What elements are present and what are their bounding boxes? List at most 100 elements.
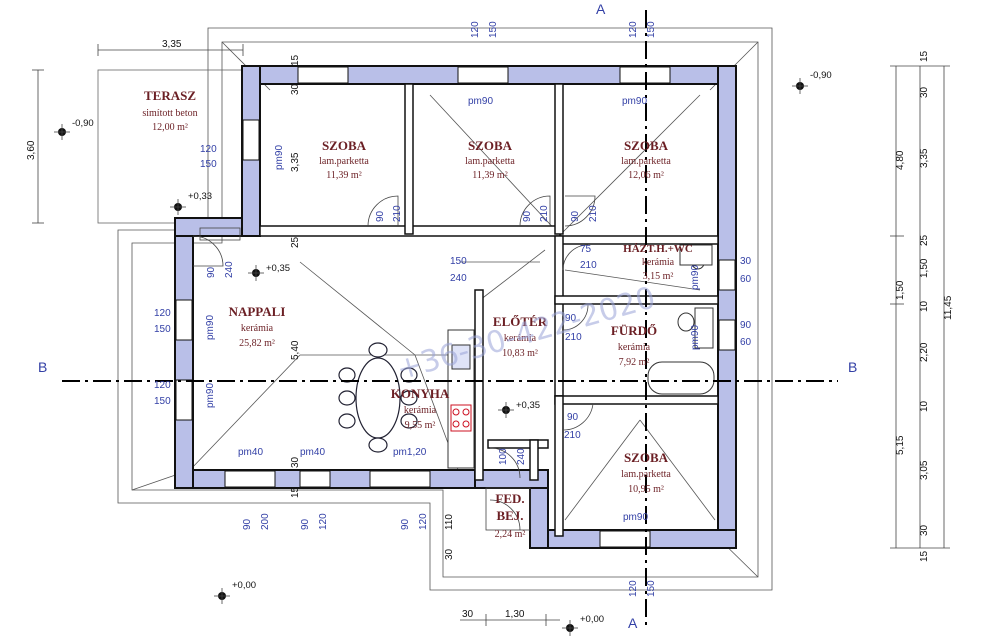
svg-text:60: 60 xyxy=(740,274,752,285)
svg-text:pm40: pm40 xyxy=(300,447,325,458)
svg-text:11,45: 11,45 xyxy=(943,295,954,320)
svg-text:90: 90 xyxy=(567,412,579,423)
svg-text:-0,90: -0,90 xyxy=(72,118,94,129)
svg-text:15: 15 xyxy=(919,50,930,62)
svg-text:pm1,20: pm1,20 xyxy=(393,447,427,458)
svg-text:90: 90 xyxy=(522,210,533,222)
furdo-name: FÜRDŐ xyxy=(611,323,657,338)
svg-text:pm90: pm90 xyxy=(622,96,647,107)
level-marker-nw: +0,33 xyxy=(170,191,212,215)
hazt-finish: kerámia xyxy=(642,257,675,268)
szoba4-name: SZOBA xyxy=(624,450,669,465)
level-marker-sw: +0,00 xyxy=(214,580,256,604)
svg-text:3,60: 3,60 xyxy=(26,140,37,160)
svg-text:4,80: 4,80 xyxy=(895,150,906,170)
konyha-area: 9,55 m² xyxy=(405,420,436,431)
svg-text:150: 150 xyxy=(450,256,467,267)
szoba2-finish: lam.parketta xyxy=(465,156,515,167)
svg-text:25: 25 xyxy=(290,236,301,248)
svg-text:3,05: 3,05 xyxy=(919,460,930,480)
svg-text:pm90: pm90 xyxy=(623,512,648,523)
svg-text:90: 90 xyxy=(375,210,386,222)
svg-text:120: 120 xyxy=(628,21,639,38)
svg-text:240: 240 xyxy=(224,261,235,278)
svg-text:90: 90 xyxy=(206,266,217,278)
terrace-dimensions: 3,35 3,60 xyxy=(26,39,244,224)
svg-text:pm90: pm90 xyxy=(690,325,701,350)
svg-text:+0,35: +0,35 xyxy=(516,400,540,411)
svg-text:150: 150 xyxy=(646,21,657,38)
svg-text:120: 120 xyxy=(470,21,481,38)
svg-text:120: 120 xyxy=(154,380,171,391)
svg-text:120: 120 xyxy=(200,144,217,155)
svg-text:15: 15 xyxy=(290,486,301,498)
dining-table xyxy=(338,342,418,453)
svg-text:+0,33: +0,33 xyxy=(188,191,212,202)
svg-text:75: 75 xyxy=(580,244,592,255)
svg-text:90: 90 xyxy=(565,313,577,324)
svg-text:10: 10 xyxy=(919,400,930,412)
svg-text:110: 110 xyxy=(444,514,455,530)
terasz-finish: simított beton xyxy=(142,108,197,119)
svg-text:3,35: 3,35 xyxy=(290,152,301,172)
furdo-finish: kerámia xyxy=(618,342,651,353)
bottom-dimensions: 30 1,30 xyxy=(460,609,560,626)
svg-text:30: 30 xyxy=(462,609,474,620)
svg-text:210: 210 xyxy=(564,430,581,441)
level-marker-eloter: +0,35 xyxy=(498,400,540,418)
svg-text:3,35: 3,35 xyxy=(162,39,182,50)
svg-text:10: 10 xyxy=(919,300,930,312)
svg-text:15: 15 xyxy=(919,550,930,562)
svg-text:1,50: 1,50 xyxy=(919,258,930,278)
nappali-name: NAPPALI xyxy=(229,304,286,319)
fed-name1: FED. xyxy=(495,491,524,506)
fed-name2: BEJ. xyxy=(496,508,523,523)
nappali-finish: kerámia xyxy=(241,323,274,334)
svg-text:15: 15 xyxy=(290,54,301,66)
svg-text:1,50: 1,50 xyxy=(895,280,906,300)
svg-text:-0,90: -0,90 xyxy=(810,70,832,81)
svg-text:90: 90 xyxy=(740,320,752,331)
level-markers: -0,90 +0,33 +0,35 +0,35 -0,90 +0,00 +0,0… xyxy=(54,70,832,636)
opening-labels-vertical: pm90 pm90 pm90 90 210 90 210 90 210 90 2… xyxy=(205,21,701,597)
svg-text:90: 90 xyxy=(400,518,411,530)
szoba1-area: 11,39 m² xyxy=(326,170,361,181)
szoba2-area: 11,39 m² xyxy=(472,170,507,181)
terasz-name: TERASZ xyxy=(144,88,196,103)
svg-text:30: 30 xyxy=(919,86,930,98)
kitchen-counter xyxy=(447,329,475,469)
szoba4-area: 10,95 m² xyxy=(628,484,664,495)
terasz-area: 12,00 m² xyxy=(152,122,188,133)
svg-text:+0,00: +0,00 xyxy=(232,580,256,591)
svg-text:210: 210 xyxy=(588,205,599,222)
svg-text:+0,35: +0,35 xyxy=(266,263,290,274)
svg-text:3,35: 3,35 xyxy=(919,148,930,168)
svg-text:120: 120 xyxy=(418,513,429,530)
level-marker-terasz: -0,90 xyxy=(54,118,94,140)
svg-text:210: 210 xyxy=(580,260,597,271)
szoba3-name: SZOBA xyxy=(624,138,669,153)
svg-text:pm90: pm90 xyxy=(274,145,285,170)
bathroom-fixtures xyxy=(647,244,715,395)
svg-text:150: 150 xyxy=(154,396,171,407)
svg-text:150: 150 xyxy=(154,324,171,335)
svg-text:150: 150 xyxy=(488,21,499,38)
fed-area: 2,24 m² xyxy=(495,529,526,540)
svg-text:150: 150 xyxy=(200,159,217,170)
furdo-area: 7,92 m² xyxy=(619,357,650,368)
svg-text:200: 200 xyxy=(260,513,271,530)
konyha-finish: kerámia xyxy=(404,405,437,416)
svg-text:150: 150 xyxy=(646,580,657,597)
svg-text:30: 30 xyxy=(290,456,301,468)
entry-steps xyxy=(199,227,531,531)
svg-text:240: 240 xyxy=(516,448,527,465)
svg-text:2,20: 2,20 xyxy=(919,342,930,362)
section-b-left: B xyxy=(38,359,47,375)
szoba1-finish: lam.parketta xyxy=(319,156,369,167)
svg-text:210: 210 xyxy=(392,205,403,222)
svg-text:60: 60 xyxy=(740,337,752,348)
svg-text:pm90: pm90 xyxy=(468,96,493,107)
opening-labels: pm90 pm90 pm90 pm40 pm40 pm1,20 120 150 … xyxy=(154,96,752,523)
svg-text:240: 240 xyxy=(450,273,467,284)
